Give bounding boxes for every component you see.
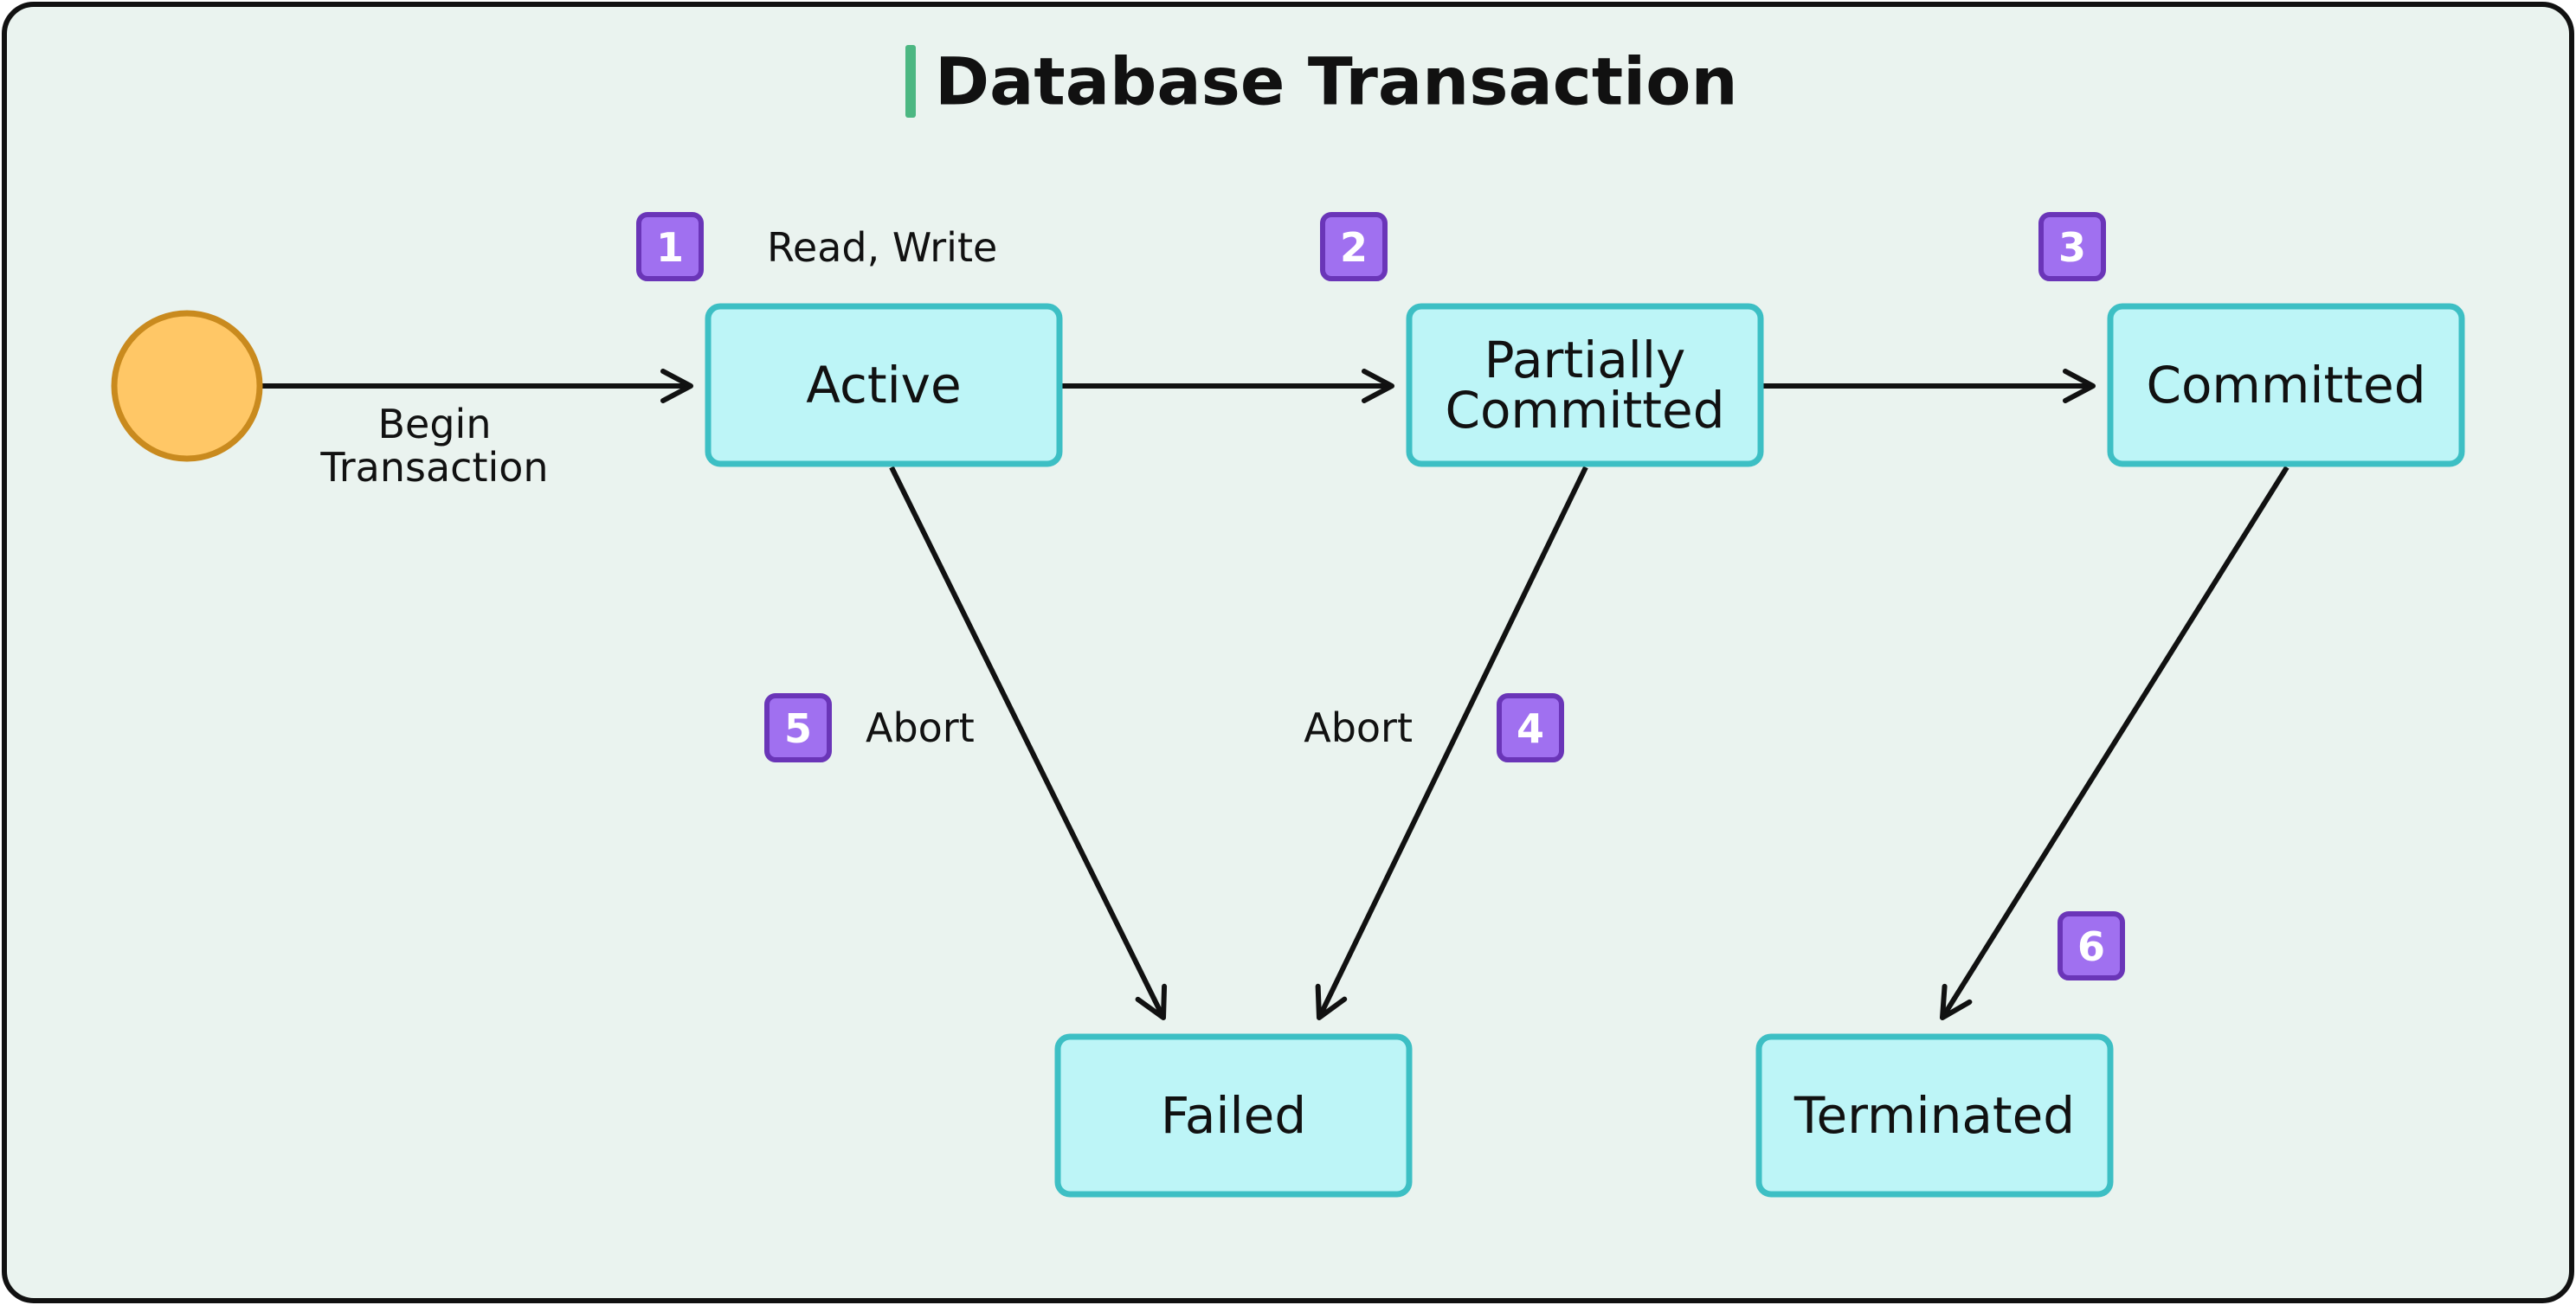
step-badge-1: 1 bbox=[636, 212, 704, 281]
step-badge-3: 3 bbox=[2038, 212, 2106, 281]
edge-label-read-write: Read, Write bbox=[767, 224, 997, 271]
node-failed-label: Failed bbox=[1161, 1086, 1306, 1145]
node-committed: Committed bbox=[2107, 303, 2465, 467]
edge-partially-committed-to-failed bbox=[1315, 466, 1588, 1020]
node-partially-committed-line2: Committed bbox=[1445, 381, 1724, 440]
page-title: Database Transaction bbox=[935, 43, 1738, 120]
step-badge-5-number: 5 bbox=[784, 705, 812, 752]
edge-active-to-failed bbox=[889, 466, 1168, 1020]
edge-label-abort-active: Abort bbox=[866, 704, 975, 751]
step-badge-5: 5 bbox=[764, 693, 832, 762]
step-badge-6: 6 bbox=[2058, 911, 2125, 980]
node-terminated-label: Terminated bbox=[1794, 1086, 2075, 1145]
node-terminated: Terminated bbox=[1755, 1033, 2114, 1198]
start-state-circle bbox=[111, 310, 263, 462]
edge-label-abort-partial: Abort bbox=[1304, 704, 1413, 751]
step-badge-4: 4 bbox=[1497, 693, 1564, 762]
node-active-label: Active bbox=[806, 356, 961, 415]
step-badge-2: 2 bbox=[1320, 212, 1388, 281]
node-partially-committed: Partially Committed bbox=[1406, 303, 1764, 467]
step-badge-2-number: 2 bbox=[1340, 224, 1368, 271]
node-active: Active bbox=[705, 303, 1063, 467]
node-partially-committed-line1: Partially bbox=[1484, 331, 1686, 389]
node-failed: Failed bbox=[1054, 1033, 1413, 1198]
title-accent-bar bbox=[905, 45, 916, 118]
step-badge-6-number: 6 bbox=[2077, 923, 2105, 970]
step-badge-3-number: 3 bbox=[2058, 224, 2086, 271]
edge-committed-to-terminated bbox=[1940, 466, 2289, 1020]
edge-label-begin-line1: Begin bbox=[378, 401, 492, 447]
step-badge-4-number: 4 bbox=[1517, 705, 1544, 752]
step-badge-1-number: 1 bbox=[656, 224, 684, 271]
node-committed-label: Committed bbox=[2146, 356, 2425, 415]
edge-label-begin-line2: Transaction bbox=[319, 444, 548, 491]
